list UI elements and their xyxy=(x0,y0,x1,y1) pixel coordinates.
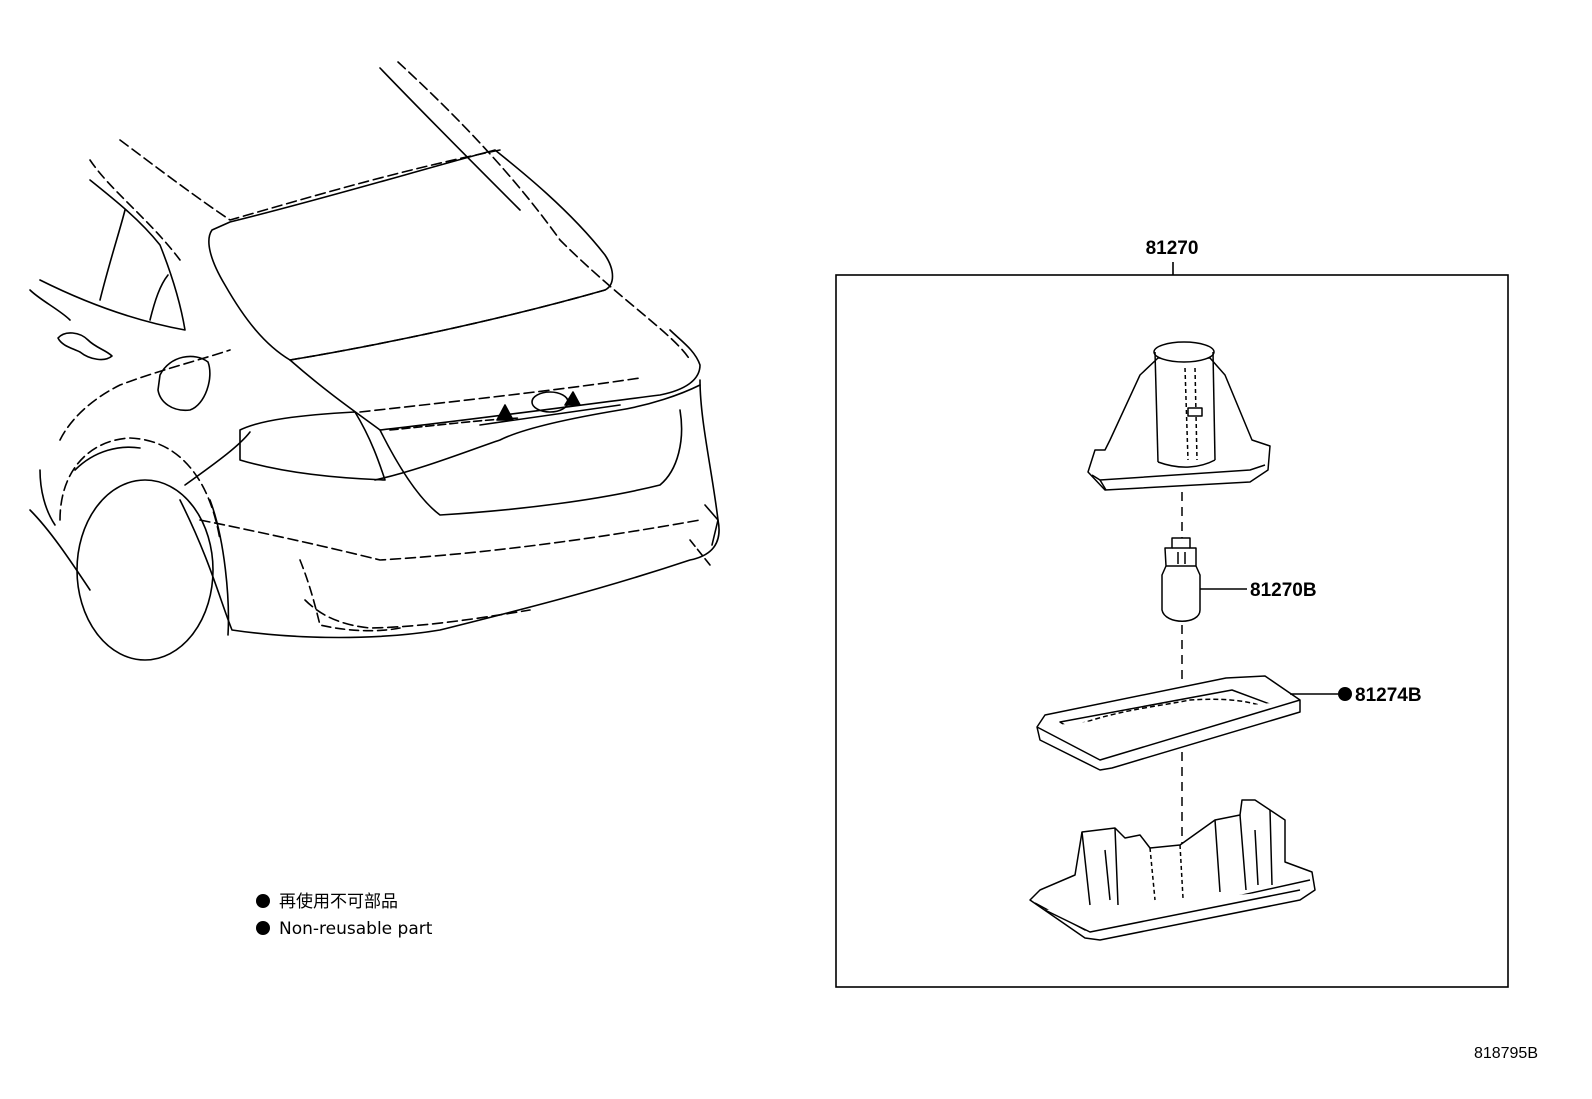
legend-bullet-icon xyxy=(256,894,270,908)
assembly-number-label: 81270 xyxy=(1146,238,1199,259)
non-reusable-mark-icon xyxy=(1338,687,1352,701)
gasket-illustration xyxy=(1036,675,1301,771)
legend: 再使用不可部品 Non-reusable part xyxy=(256,891,433,939)
lamp-socket-illustration xyxy=(1087,341,1271,491)
legend-line-en: Non-reusable part xyxy=(279,919,433,939)
legend-bullet-icon xyxy=(256,921,270,935)
car-rear-illustration xyxy=(29,61,720,661)
assembly-box xyxy=(835,262,1509,988)
legend-line-ja: 再使用不可部品 xyxy=(279,891,398,912)
bulb-illustration xyxy=(1161,537,1201,622)
diagram-code: 818795B xyxy=(1474,1045,1538,1062)
gasket-part-number: 81274B xyxy=(1355,685,1422,706)
bulb-part-number: 81270B xyxy=(1250,580,1317,601)
lamp-lens-illustration xyxy=(1029,799,1316,941)
